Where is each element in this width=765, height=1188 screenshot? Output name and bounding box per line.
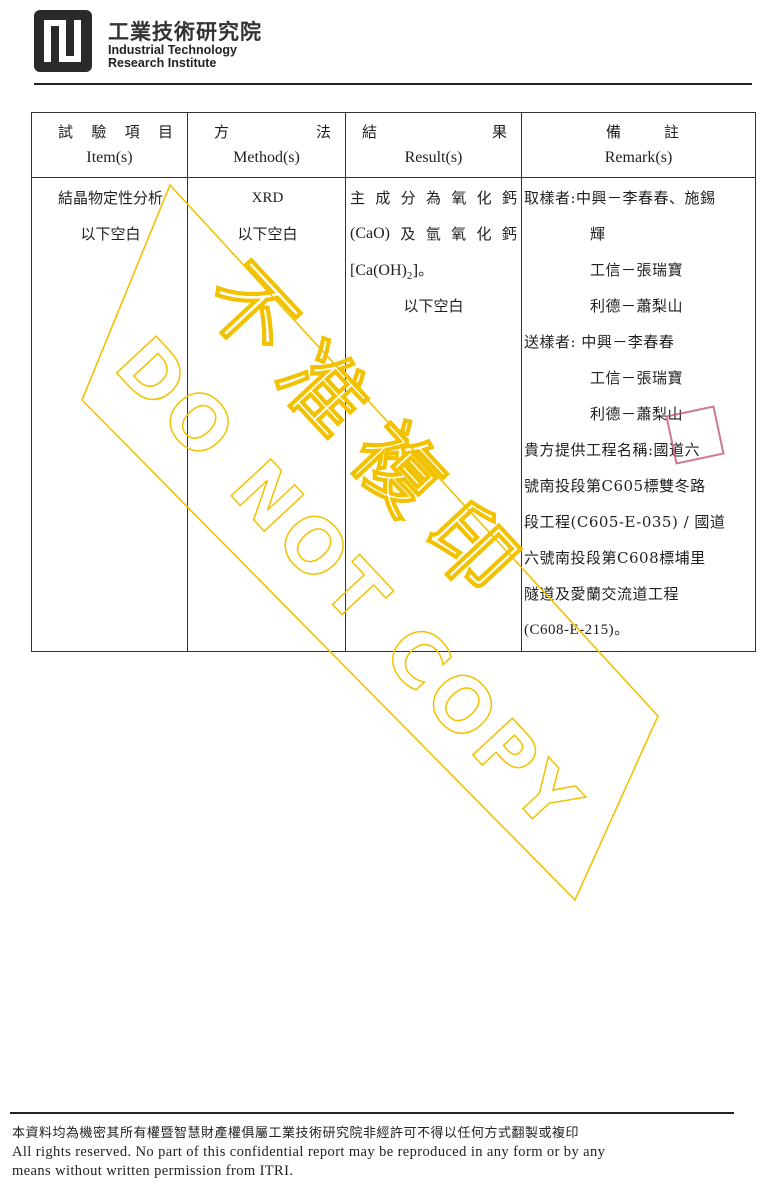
table-row: 結晶物定性分析 以下空白 XRD 以下空白 主 成 分 為 氧 化 鈣 — [31, 177, 756, 652]
footer-notice-en-line1: All rights reserved. No part of this con… — [12, 1144, 606, 1160]
header-item-zh: 試 驗 項 目 — [58, 123, 173, 141]
org-name-en-line2: Research Institute — [108, 56, 217, 70]
remark-line: 工信－張瑞寶 — [590, 369, 684, 387]
result-blank-note: 以下空白 — [403, 297, 464, 315]
remark-line: 輝 — [590, 225, 606, 243]
footer-notice-zh: 本資料均為機密其所有權暨智慧財產權俱屬工業技術研究院非經許可不得以任何方式翻製或… — [12, 1126, 580, 1141]
method-cell: XRD 以下空白 — [187, 177, 346, 652]
header-result: 結 果 Result(s) — [345, 112, 522, 178]
footer-notice-en-line2: means without written permission from IT… — [12, 1163, 294, 1179]
remark-line: (C608-E-215)。 — [524, 622, 630, 638]
letterhead: 工業技術研究院 Industrial Technology Research I… — [34, 10, 754, 84]
remark-line: 工信－張瑞寶 — [590, 261, 684, 279]
remark-line: 利德－蕭梨山 — [590, 297, 684, 315]
org-name-en-line1: Industrial Technology — [108, 43, 237, 57]
header-method: 方 法 Method(s) — [187, 112, 346, 178]
remark-line: 取樣者:中興－李春春、施錫 — [524, 189, 716, 207]
header-item: 試 驗 項 目 Item(s) — [31, 112, 188, 178]
itri-logo-icon — [34, 10, 92, 72]
result-line-1: 主 成 分 為 氧 化 鈣 — [350, 189, 517, 207]
result-line-2: (CaO) 及 氫 氧 化 鈣 — [350, 225, 517, 243]
test-report-table: 試 驗 項 目 Item(s) 方 法 Method(s) 結 果 Result… — [31, 112, 756, 652]
header-method-zh: 方 法 — [214, 123, 331, 141]
item-blank-note: 以下空白 — [80, 225, 141, 243]
org-name-zh: 工業技術研究院 — [108, 20, 262, 44]
remark-line: 六號南投段第C608標埔里 — [524, 549, 706, 567]
header-remark: 備 註 Remark(s) — [521, 112, 756, 178]
result-cell: 主 成 分 為 氧 化 鈣 (CaO) 及 氫 氧 化 鈣 [Ca( — [345, 177, 522, 652]
header-result-en: Result(s) — [404, 149, 463, 166]
remark-line: 隧道及愛蘭交流道工程 — [524, 585, 680, 603]
seal-stamp — [665, 405, 725, 465]
remark-line: 段工程(C605-E-035) / 國道 — [524, 513, 726, 531]
item-cell: 結晶物定性分析 以下空白 — [31, 177, 188, 652]
method-blank-note: 以下空白 — [237, 225, 298, 243]
header-remark-zh: 備 註 — [606, 123, 679, 141]
remark-line: 號南投段第C605標雙冬路 — [524, 477, 706, 495]
org-name-en: Industrial Technology Research Institute — [108, 44, 237, 70]
header-remark-en: Remark(s) — [604, 149, 673, 166]
header-divider — [34, 83, 752, 85]
confidentiality-notice: 本資料均為機密其所有權暨智慧財產權俱屬工業技術研究院非經許可不得以任何方式翻製或… — [12, 1124, 742, 1181]
footer-divider — [10, 1112, 734, 1114]
result-line-3: [Ca(OH)2]。 — [350, 261, 434, 282]
header-method-en: Method(s) — [233, 149, 300, 166]
header-row: 試 驗 項 目 Item(s) 方 法 Method(s) 結 果 Result… — [31, 112, 756, 178]
method-name: XRD — [251, 190, 284, 206]
header-result-zh: 結 果 — [362, 123, 507, 141]
header-item-en: Item(s) — [86, 149, 133, 166]
remark-cell: 取樣者:中興－李春春、施錫 輝 工信－張瑞寶 利德－蕭梨山 送樣者: 中興－李春… — [521, 177, 756, 652]
remark-line: 送樣者: 中興－李春春 — [524, 333, 675, 351]
item-name: 結晶物定性分析 — [57, 189, 163, 207]
